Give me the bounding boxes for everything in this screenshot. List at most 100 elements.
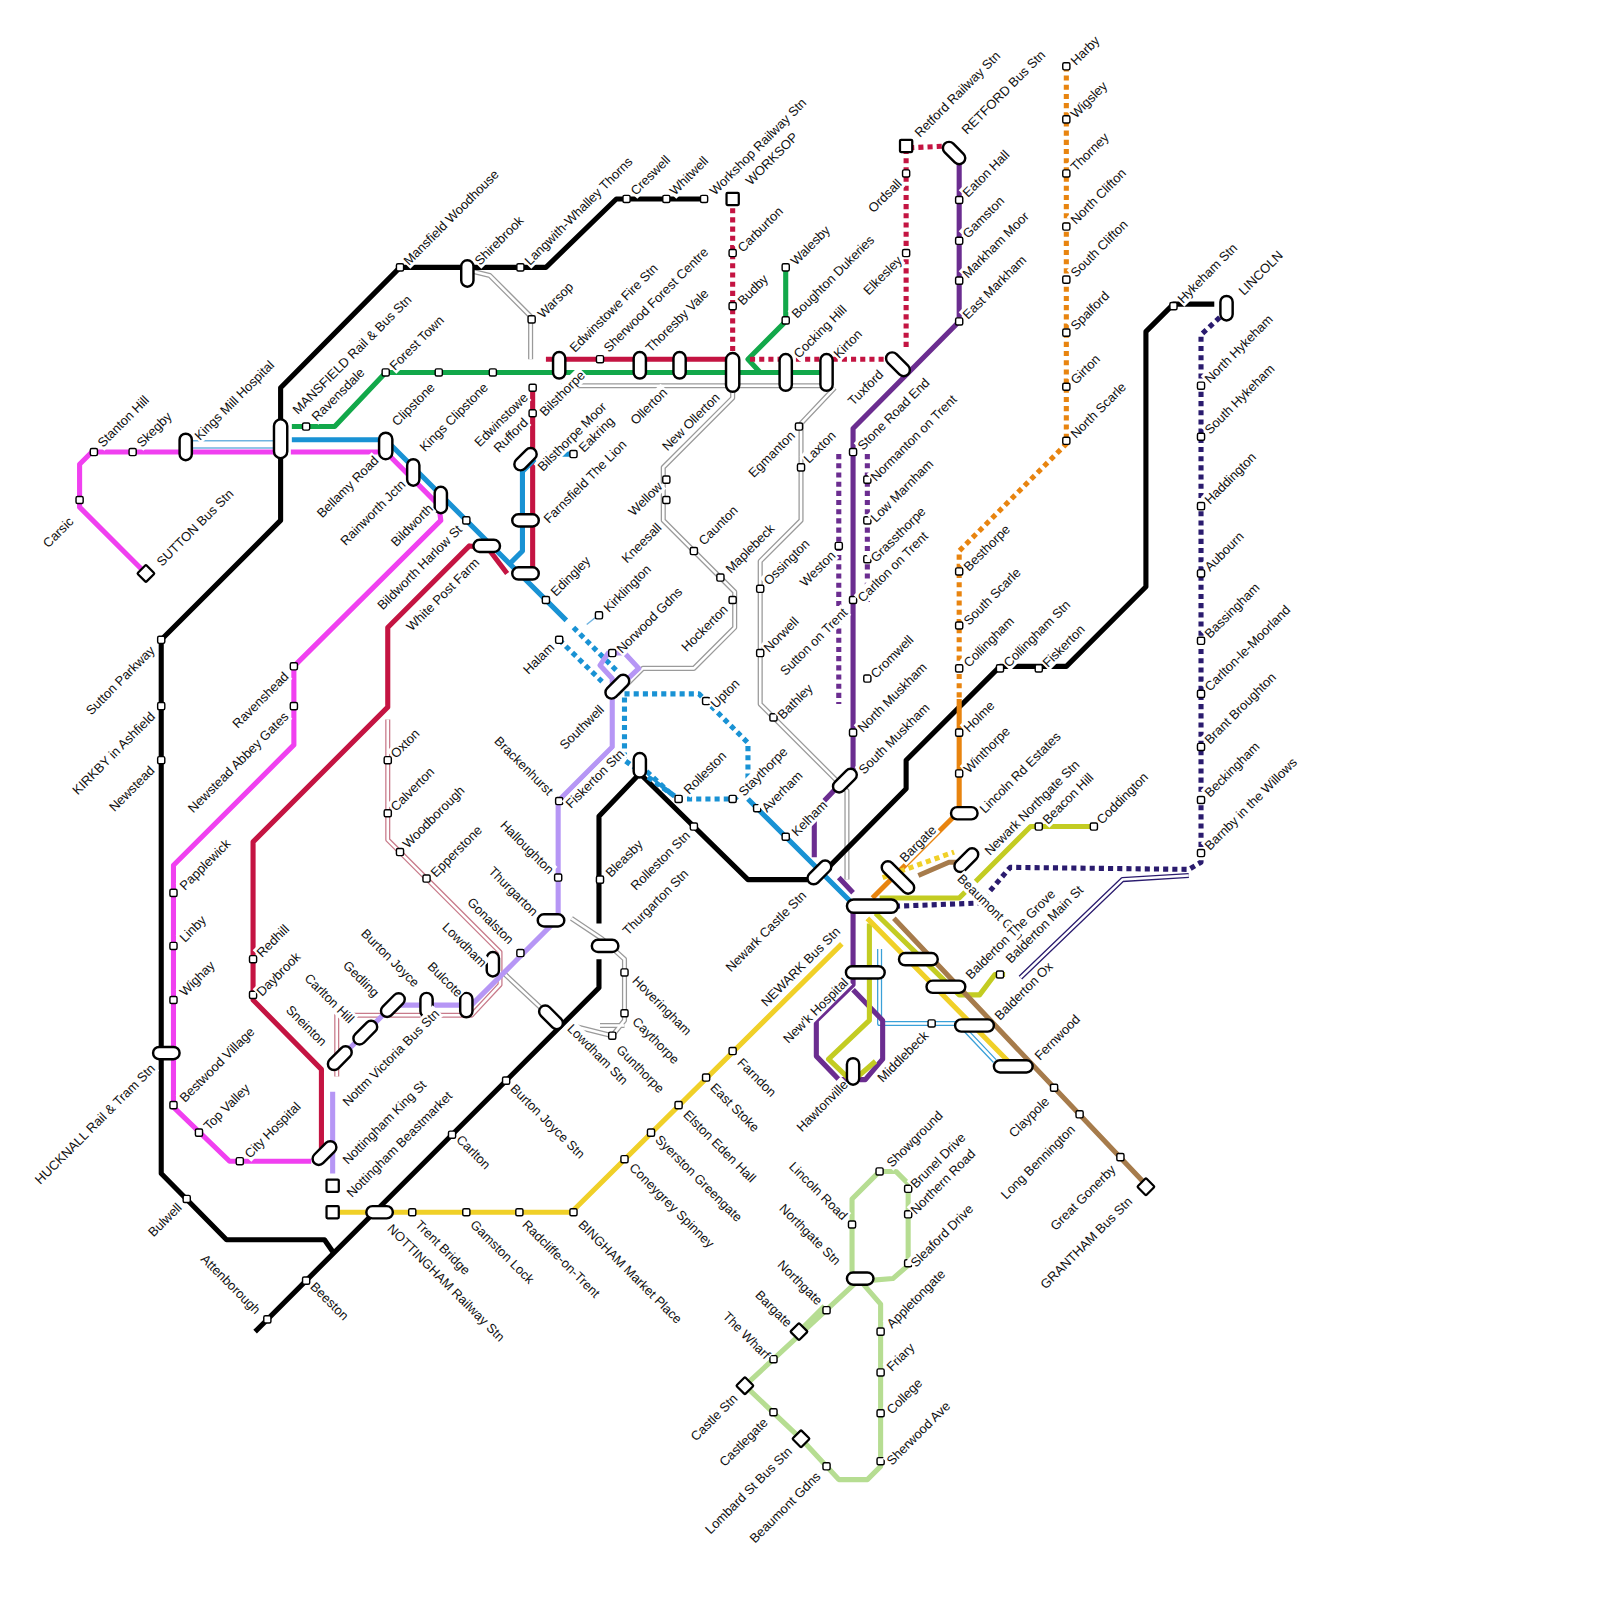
station-marker — [956, 665, 963, 672]
terminus-marker — [727, 193, 739, 205]
station-marker — [1197, 637, 1204, 644]
route-line — [253, 359, 733, 1153]
station-marker — [795, 423, 802, 430]
station-label: Thorney — [1067, 129, 1113, 175]
station-marker — [903, 249, 910, 256]
station-marker — [757, 649, 764, 656]
station-label: Southwell — [555, 701, 607, 753]
station-marker — [877, 1410, 884, 1417]
station-marker — [1197, 743, 1204, 750]
station-label: Holme — [960, 697, 999, 736]
station-label: Castle Stn — [687, 1391, 741, 1445]
station-label: Thurgarton Stn — [619, 866, 692, 939]
station-label: Creswell — [626, 152, 673, 199]
interchange-marker — [461, 260, 473, 287]
station-marker — [703, 1074, 710, 1081]
station-marker — [690, 823, 697, 830]
station-label: Kelham — [788, 797, 831, 840]
station-marker — [570, 1209, 577, 1216]
interchange-marker — [487, 952, 499, 976]
station-marker — [782, 317, 789, 324]
station-marker — [158, 703, 165, 710]
route-line — [839, 454, 868, 704]
station-marker — [848, 1221, 855, 1228]
station-marker — [1063, 383, 1070, 390]
station-label: East Stoke — [707, 1079, 763, 1135]
station-label: Warsop — [533, 278, 576, 321]
station-marker — [448, 1131, 455, 1138]
station-marker — [877, 1369, 884, 1376]
interchange-marker — [847, 1058, 859, 1085]
station-marker — [158, 636, 165, 643]
interchange-marker — [994, 1060, 1033, 1072]
station-marker — [729, 795, 736, 802]
interchange-marker — [153, 1047, 180, 1059]
station-marker — [675, 795, 682, 802]
station-marker — [1051, 1084, 1058, 1091]
station-label: Walesby — [787, 222, 834, 269]
station-label: Calverton — [387, 763, 438, 814]
station-label: Halloughton — [496, 817, 557, 878]
station-marker — [823, 1463, 830, 1470]
terminus-marker — [1137, 1178, 1154, 1195]
station-marker — [690, 547, 697, 554]
station-marker — [463, 1209, 470, 1216]
station-marker — [996, 971, 1003, 978]
station-label: Halam — [520, 640, 559, 679]
station-marker — [956, 237, 963, 244]
interchange-marker — [366, 1206, 393, 1218]
station-marker — [528, 316, 535, 323]
station-marker — [1035, 823, 1042, 830]
station-marker — [877, 1328, 884, 1335]
station-marker — [303, 1277, 310, 1284]
station-marker — [729, 249, 736, 256]
station-label: Rolleston — [679, 748, 729, 798]
station-label: Ollerton — [626, 384, 670, 428]
station-label: BINGHAM Market Place — [574, 1216, 685, 1327]
interchange-marker — [435, 487, 447, 514]
terminus-marker — [900, 140, 912, 152]
station-label: Carsic — [39, 513, 77, 551]
station-marker — [1063, 63, 1070, 70]
interchange-marker — [726, 353, 739, 392]
station-label: Upton — [707, 675, 744, 712]
interchange-marker — [538, 914, 565, 926]
interchange-marker — [1220, 296, 1232, 320]
station-label: Kirklington — [600, 561, 655, 616]
station-marker — [595, 612, 602, 619]
station-marker — [435, 369, 442, 376]
station-label: Caunton — [695, 502, 742, 549]
station-marker — [1197, 433, 1204, 440]
station-marker — [264, 1316, 271, 1323]
interchange-marker — [512, 445, 539, 472]
station-label: Top Valley — [200, 1080, 254, 1134]
station-marker — [158, 757, 165, 764]
station-label: Bilsthorpe — [536, 367, 589, 420]
station-label: Workshop Railway Stn — [706, 95, 810, 199]
station-label: Gonalston — [464, 894, 518, 948]
station-marker — [503, 1077, 510, 1084]
station-label: Clipstone — [389, 379, 439, 429]
interchange-marker — [603, 672, 632, 701]
station-marker — [170, 942, 177, 949]
station-label: Laxton — [800, 427, 840, 467]
station-marker — [570, 451, 577, 458]
station-label: Newstead — [105, 762, 158, 815]
station-marker — [1117, 1154, 1124, 1161]
station-label: Spalford — [1067, 288, 1113, 334]
station-label: Bargate — [752, 1287, 796, 1331]
station-marker — [396, 848, 403, 855]
station-label: RETFORD Bus Stn — [958, 47, 1049, 138]
station-marker — [770, 1356, 777, 1363]
station-marker — [663, 195, 670, 202]
station-marker — [956, 568, 963, 575]
station-label: Fiskerton Stn — [562, 745, 628, 811]
interchange-marker — [673, 352, 685, 379]
station-label: Girton — [1067, 351, 1104, 388]
station-label: Tuxford — [844, 366, 887, 409]
station-marker — [956, 770, 963, 777]
station-label: Carburton — [733, 202, 786, 255]
station-label: Kings Mill Hospital — [191, 357, 278, 444]
station-marker — [517, 949, 524, 956]
terminus-marker — [137, 565, 154, 582]
